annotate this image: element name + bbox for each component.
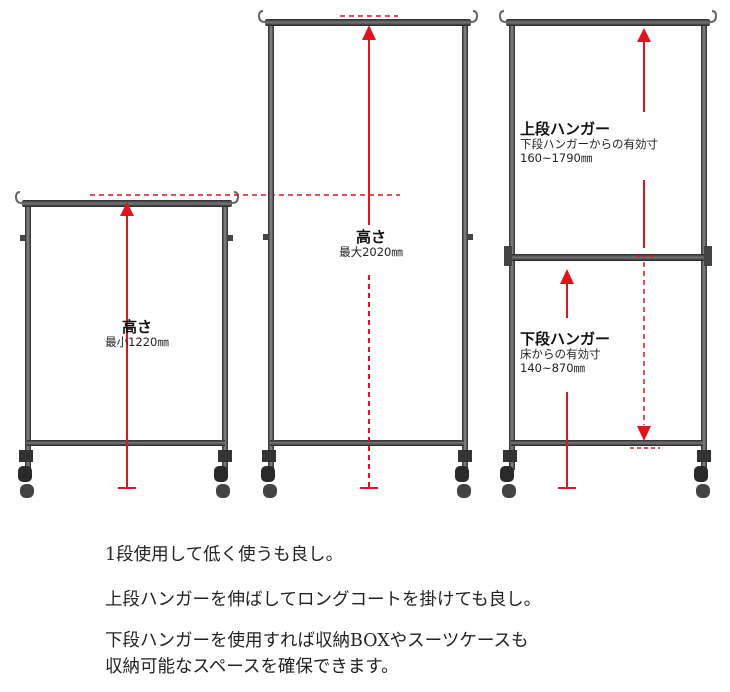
min-height-value: 最小1220㎜ xyxy=(105,335,169,349)
max-height-title: 高さ xyxy=(355,228,386,246)
lower-hanger-range: 140~870㎜ xyxy=(520,360,586,375)
caption-line-4: 収納可能なスペースを確保できます。 xyxy=(105,657,399,677)
rack-double xyxy=(498,10,718,498)
upper-hanger-range: 160~1790㎜ xyxy=(520,150,593,165)
upper-hanger-arrow xyxy=(630,28,660,449)
height-arrow-max xyxy=(340,15,398,489)
height-arrow-min xyxy=(90,194,400,489)
max-height-label: 高さ 最大2020㎜ xyxy=(326,228,416,260)
lower-hanger-arrow xyxy=(558,269,576,489)
caption-line-2: 上段ハンガーを伸ばしてロングコートを掛けても良し。 xyxy=(105,590,542,610)
upper-hanger-note: 下段ハンガーからの有効寸 xyxy=(520,137,658,151)
lower-hanger-title: 下段ハンガー xyxy=(520,330,611,348)
caption-line-3: 下段ハンガーを使用すれば収納BOXやスーツケースも xyxy=(105,631,529,651)
upper-hanger-title: 上段ハンガー xyxy=(520,120,611,138)
lower-hanger-note: 床からの有効寸 xyxy=(520,347,601,361)
hanger-rack-diagram xyxy=(14,10,718,498)
min-height-title: 高さ xyxy=(121,318,152,336)
upper-hanger-label: 上段ハンガー 下段ハンガーからの有効寸 160~1790㎜ xyxy=(520,120,658,166)
min-height-label: 高さ 最小1220㎜ xyxy=(92,318,182,350)
caption-line-1: 1段使用して低く使うも良し。 xyxy=(105,545,344,565)
max-height-value: 最大2020㎜ xyxy=(339,245,403,259)
rack-max xyxy=(257,10,479,498)
lower-hanger-label: 下段ハンガー 床からの有効寸 140~870㎜ xyxy=(520,330,610,376)
